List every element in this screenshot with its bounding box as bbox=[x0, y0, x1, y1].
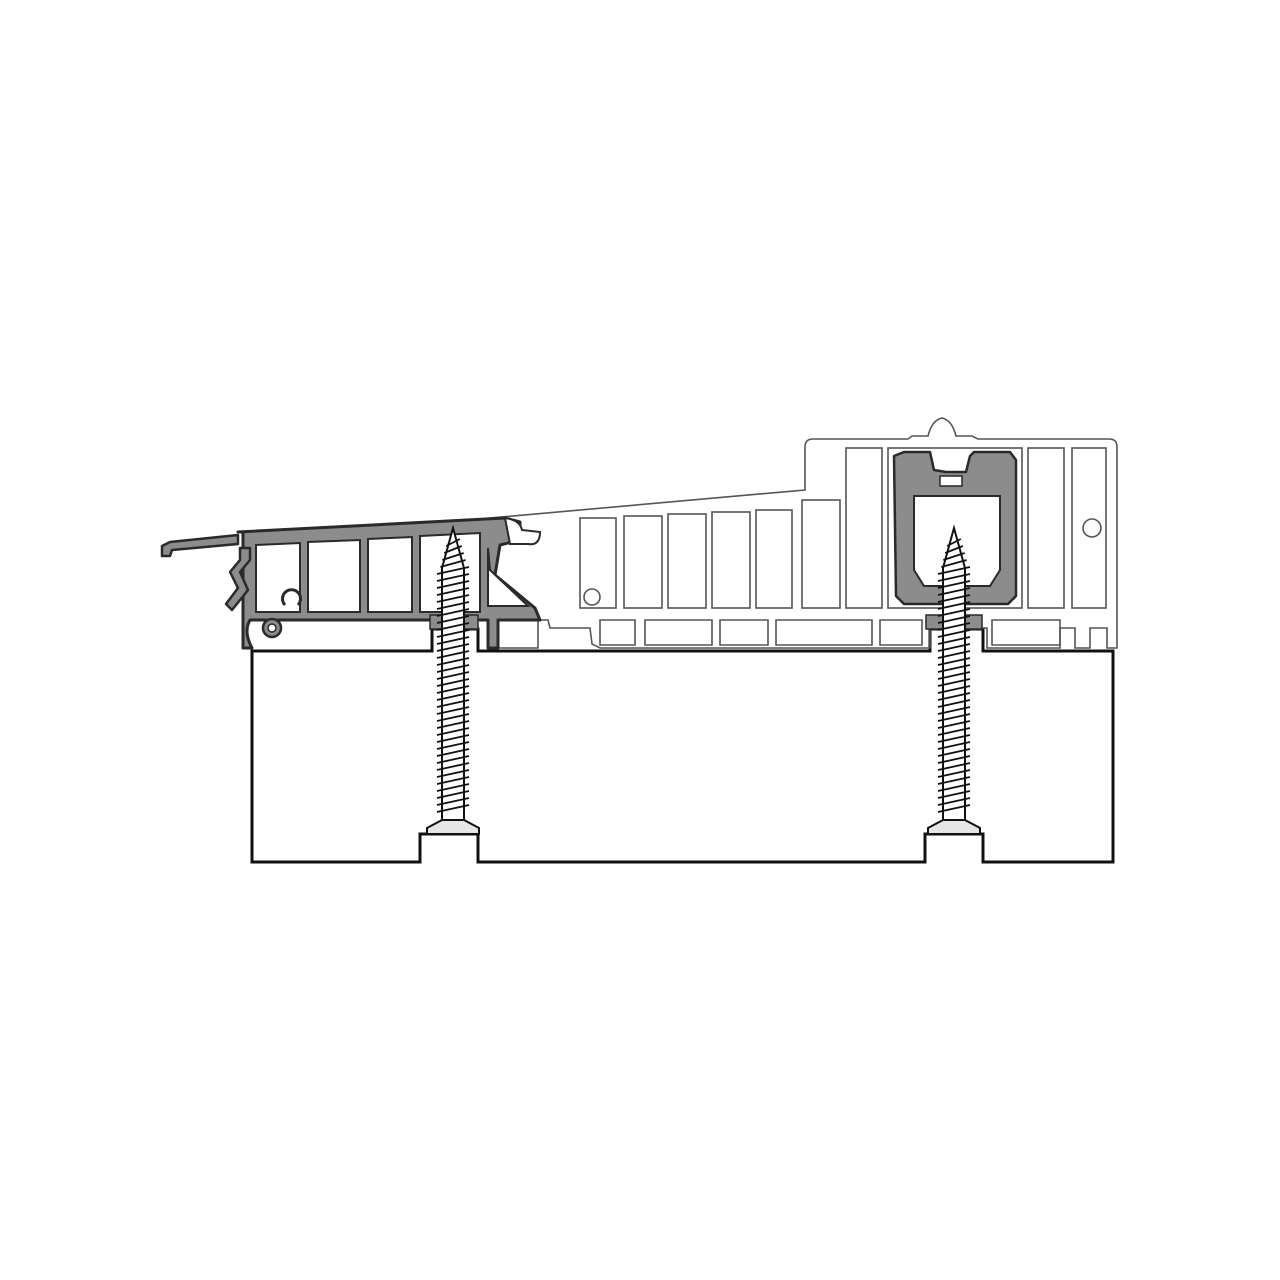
screw-thread bbox=[937, 622, 971, 631]
screw-thread bbox=[937, 678, 971, 687]
screw-thread bbox=[436, 755, 470, 764]
screw-thread bbox=[436, 804, 470, 813]
screw-thread bbox=[436, 650, 470, 659]
screw-thread bbox=[937, 741, 971, 750]
screw-thread bbox=[937, 580, 971, 589]
screw-thread bbox=[436, 734, 470, 743]
screw-thread bbox=[436, 706, 470, 715]
screw-thread bbox=[436, 727, 470, 736]
screw-thread bbox=[436, 601, 470, 610]
screw-thread bbox=[937, 601, 971, 610]
screw-thread bbox=[946, 538, 962, 547]
screw-thread bbox=[436, 713, 470, 722]
screw-thread bbox=[436, 636, 470, 645]
screw-thread bbox=[436, 748, 470, 757]
screw-thread bbox=[937, 769, 971, 778]
screw-thread bbox=[436, 692, 470, 701]
screw-thread bbox=[937, 776, 971, 785]
screw-thread bbox=[436, 671, 470, 680]
screw-thread bbox=[436, 615, 470, 624]
screw-right bbox=[927, 524, 981, 835]
screw-thread bbox=[937, 587, 971, 596]
screw-thread bbox=[436, 664, 470, 673]
screw-thread bbox=[937, 629, 971, 638]
screw-thread bbox=[436, 720, 470, 729]
screw-thread bbox=[937, 734, 971, 743]
screw-thread bbox=[436, 566, 470, 575]
screw-thread bbox=[937, 566, 971, 575]
screw-thread bbox=[436, 657, 470, 666]
screw-thread bbox=[436, 741, 470, 750]
screw-thread bbox=[937, 685, 971, 694]
screw-thread bbox=[436, 587, 470, 596]
screw-thread bbox=[937, 699, 971, 708]
screw-thread bbox=[937, 790, 971, 799]
screw-thread bbox=[937, 650, 971, 659]
base-block bbox=[250, 627, 1115, 864]
screw-thread bbox=[436, 797, 470, 806]
screw-thread bbox=[943, 552, 965, 561]
screw-thread bbox=[442, 552, 464, 561]
screw-thread bbox=[436, 643, 470, 652]
screw-thread bbox=[937, 762, 971, 771]
screw-thread bbox=[937, 797, 971, 806]
screw-thread bbox=[937, 755, 971, 764]
screw-thread bbox=[436, 685, 470, 694]
screw-thread bbox=[937, 608, 971, 617]
screw-head bbox=[426, 819, 480, 835]
screw-thread bbox=[436, 629, 470, 638]
screw-thread bbox=[937, 615, 971, 624]
screw-thread bbox=[445, 538, 461, 547]
screw-thread bbox=[436, 608, 470, 617]
screw-thread bbox=[937, 804, 971, 813]
screw-thread bbox=[937, 643, 971, 652]
screw-thread bbox=[937, 664, 971, 673]
screw-thread bbox=[937, 671, 971, 680]
screw-thread bbox=[436, 783, 470, 792]
screw-thread bbox=[937, 713, 971, 722]
screw-thread bbox=[944, 545, 964, 554]
screw-thread bbox=[436, 580, 470, 589]
screw-left bbox=[426, 524, 480, 835]
screw-thread bbox=[937, 706, 971, 715]
screw-thread bbox=[436, 769, 470, 778]
screw-thread bbox=[436, 678, 470, 687]
screw-thread bbox=[937, 657, 971, 666]
screw-thread bbox=[436, 594, 470, 603]
screw-thread bbox=[937, 727, 971, 736]
screw-thread bbox=[937, 748, 971, 757]
screw-head bbox=[927, 819, 981, 835]
screw-thread bbox=[937, 720, 971, 729]
screw-thread bbox=[436, 790, 470, 799]
screw-thread bbox=[941, 559, 967, 568]
screw-thread bbox=[440, 559, 466, 568]
pvc-extension-profile bbox=[489, 417, 1118, 649]
screw-thread bbox=[436, 776, 470, 785]
screw-thread bbox=[436, 622, 470, 631]
screw-thread bbox=[436, 573, 470, 582]
screw-thread bbox=[937, 783, 971, 792]
screw-thread bbox=[436, 762, 470, 771]
screw-thread bbox=[436, 699, 470, 708]
screw-thread bbox=[937, 594, 971, 603]
screw-thread bbox=[937, 573, 971, 582]
screw-thread bbox=[443, 545, 463, 554]
screw-thread bbox=[937, 636, 971, 645]
screw-thread bbox=[937, 692, 971, 701]
aluminium-sill-profile bbox=[160, 516, 542, 650]
